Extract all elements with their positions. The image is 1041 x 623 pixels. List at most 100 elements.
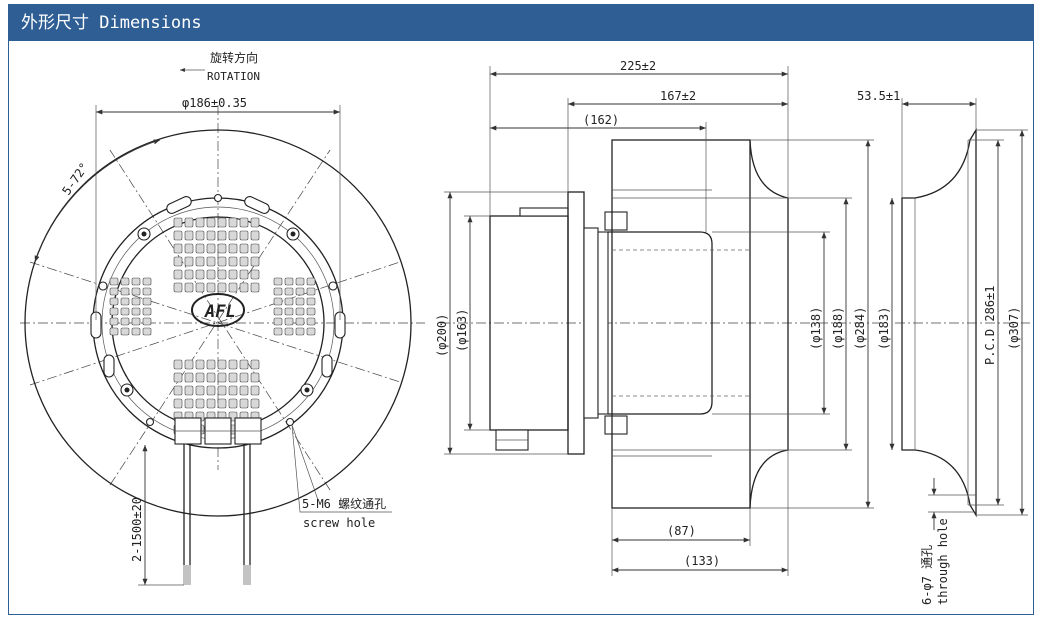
logo-text: AFL: [204, 302, 236, 322]
vent-slot: [195, 359, 205, 370]
vent-slot: [228, 282, 238, 293]
vent-slot: [206, 385, 216, 396]
vent-slot: [273, 277, 283, 286]
vent-slot: [142, 317, 152, 326]
vent-slot: [131, 287, 141, 296]
vent-slot: [306, 277, 316, 286]
vent-slot: [195, 256, 205, 267]
rotation-cn: 旋转方向: [210, 50, 258, 65]
vent-slot: [239, 385, 249, 396]
vent-slot: [184, 217, 194, 228]
dim-53-text: 53.5±1: [857, 89, 900, 103]
vent-slot: [217, 256, 227, 267]
vent-slot: [142, 277, 152, 286]
vent-slot: [284, 287, 294, 296]
vent-slot: [173, 217, 183, 228]
vent-slot: [228, 217, 238, 228]
vent-slot: [273, 327, 283, 336]
vent-slot: [228, 256, 238, 267]
vent-slot: [217, 385, 227, 396]
vent-slot: [195, 385, 205, 396]
vent-slot: [206, 359, 216, 370]
vent-slot: [217, 230, 227, 241]
dim-87-text: (87): [667, 524, 696, 538]
vent-slot: [120, 317, 130, 326]
vent-slot: [250, 359, 260, 370]
vent-slot: [173, 256, 183, 267]
vent-slot: [120, 297, 130, 306]
vent-slot: [131, 297, 141, 306]
vent-slot: [131, 277, 141, 286]
impeller-inlet: [749, 139, 789, 509]
flange-slots: [90, 196, 346, 378]
vent-slot: [295, 287, 305, 296]
hole-en: through hole: [936, 518, 950, 605]
vent-slot: [217, 398, 227, 409]
vent-slot: [184, 282, 194, 293]
screw-leader: [291, 424, 392, 513]
drawing-frame: 外形尺寸 Dimensions: [8, 4, 1034, 615]
vent-slot: [109, 327, 119, 336]
vent-slot: [206, 230, 216, 241]
vent-slot: [142, 327, 152, 336]
vent-slot: [173, 359, 183, 370]
vent-slot: [250, 282, 260, 293]
vent-slot: [184, 243, 194, 254]
vent-slot: [217, 243, 227, 254]
vent-slot: [173, 282, 183, 293]
vent-slot: [250, 385, 260, 396]
vent-slot: [217, 359, 227, 370]
logo-swoosh: [191, 293, 245, 327]
vent-slot: [195, 217, 205, 228]
vent-slot: [228, 385, 238, 396]
vent-slot: [239, 256, 249, 267]
vent-slot: [142, 307, 152, 316]
vent-slot: [173, 398, 183, 409]
vent-slot: [239, 243, 249, 254]
vent-slot: [206, 243, 216, 254]
side-view: 225±2 167±2 (162) (φ200) (φ163) (φ138) (…: [435, 59, 880, 576]
vent-slot: [273, 317, 283, 326]
dim-307-text: (φ307): [1007, 307, 1021, 350]
vent-slot: [184, 256, 194, 267]
vent-slot: [306, 307, 316, 316]
vent-slot: [284, 297, 294, 306]
vent-slot: [173, 269, 183, 280]
bolt-top: [604, 211, 628, 231]
vent-slot: [142, 287, 152, 296]
dim-pcd-text: P.C.D 286±1: [983, 286, 997, 365]
dim-133-text: (133): [684, 554, 720, 568]
vent-slot: [306, 327, 316, 336]
vent-slot: [184, 269, 194, 280]
vent-slot: [184, 230, 194, 241]
vent-slot: [206, 282, 216, 293]
vent-slot: [195, 243, 205, 254]
vent-slot: [306, 317, 316, 326]
vent-slot: [173, 385, 183, 396]
vent-slot: [295, 317, 305, 326]
vent-slot: [120, 307, 130, 316]
vent-slot: [306, 287, 316, 296]
cable-glands: [174, 417, 262, 445]
vent-slot: [284, 317, 294, 326]
vent-slot: [109, 307, 119, 316]
rotation-en: ROTATION: [207, 70, 260, 83]
angle-arc: [34, 139, 161, 263]
screw-en: screw hole: [303, 516, 375, 530]
vent-slot: [228, 372, 238, 383]
vent-slot: [131, 317, 141, 326]
dim-cable-text: 2-1500±20: [130, 497, 144, 562]
vent-slot: [120, 287, 130, 296]
front-view: AFL 旋转方向 ROTATION φ186±0.35 5-72°: [20, 50, 425, 586]
header-title: 外形尺寸 Dimensions: [9, 5, 1033, 41]
ring-view: 53.5±1 (φ183) P.C.D 286±1 (φ307) 6-φ7 通孔…: [857, 89, 1030, 605]
vent-slot: [239, 282, 249, 293]
vent-slot: [173, 372, 183, 383]
vent-slot: [206, 269, 216, 280]
dim-163-text: (φ163): [455, 309, 469, 352]
vent-slot: [250, 269, 260, 280]
vent-slot: [284, 327, 294, 336]
vent-slot: [173, 230, 183, 241]
vent-slot: [250, 372, 260, 383]
vent-slot: [173, 243, 183, 254]
